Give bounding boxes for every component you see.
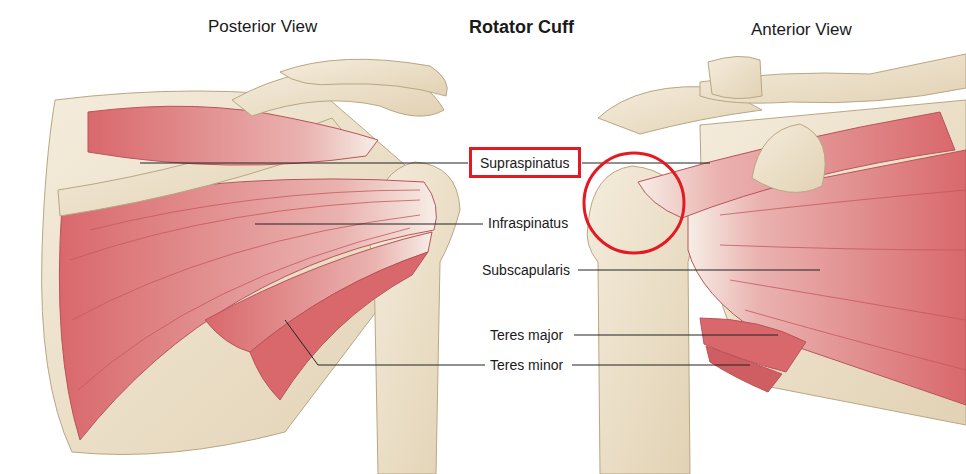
muscle-label: Teres minor [490,357,563,373]
supraspinatus-muscle [88,106,378,165]
view-heading: Anterior View [751,20,852,40]
anterior-view [587,54,966,474]
supraspinatus-muscle [638,112,955,218]
diagram-title: Rotator Cuff [469,17,574,38]
highlight-box: Supraspinatus [469,147,581,178]
leader-line [578,270,820,271]
box-text: Supraspinatus [480,155,570,171]
leader-line [255,224,483,225]
leader-line [574,335,778,336]
muscle-label: Teres major [490,327,563,343]
lower-muscle [250,252,428,400]
infraspinatus-muscle [59,179,436,440]
leader-line [572,365,750,366]
coracoid-bone [752,124,825,192]
leader-line [285,320,485,365]
view-heading: Posterior View [208,17,317,37]
clavicle-bone [700,54,966,103]
highlight-circle [584,153,684,253]
muscle-label: Subscapularis [482,262,570,278]
posterior-view [42,59,460,474]
clavicle-bone [280,59,447,96]
muscle-label: Infraspinatus [488,215,568,231]
leader-line [140,163,468,164]
teres-minor-muscle [706,346,782,392]
clavicle-end [708,56,762,98]
